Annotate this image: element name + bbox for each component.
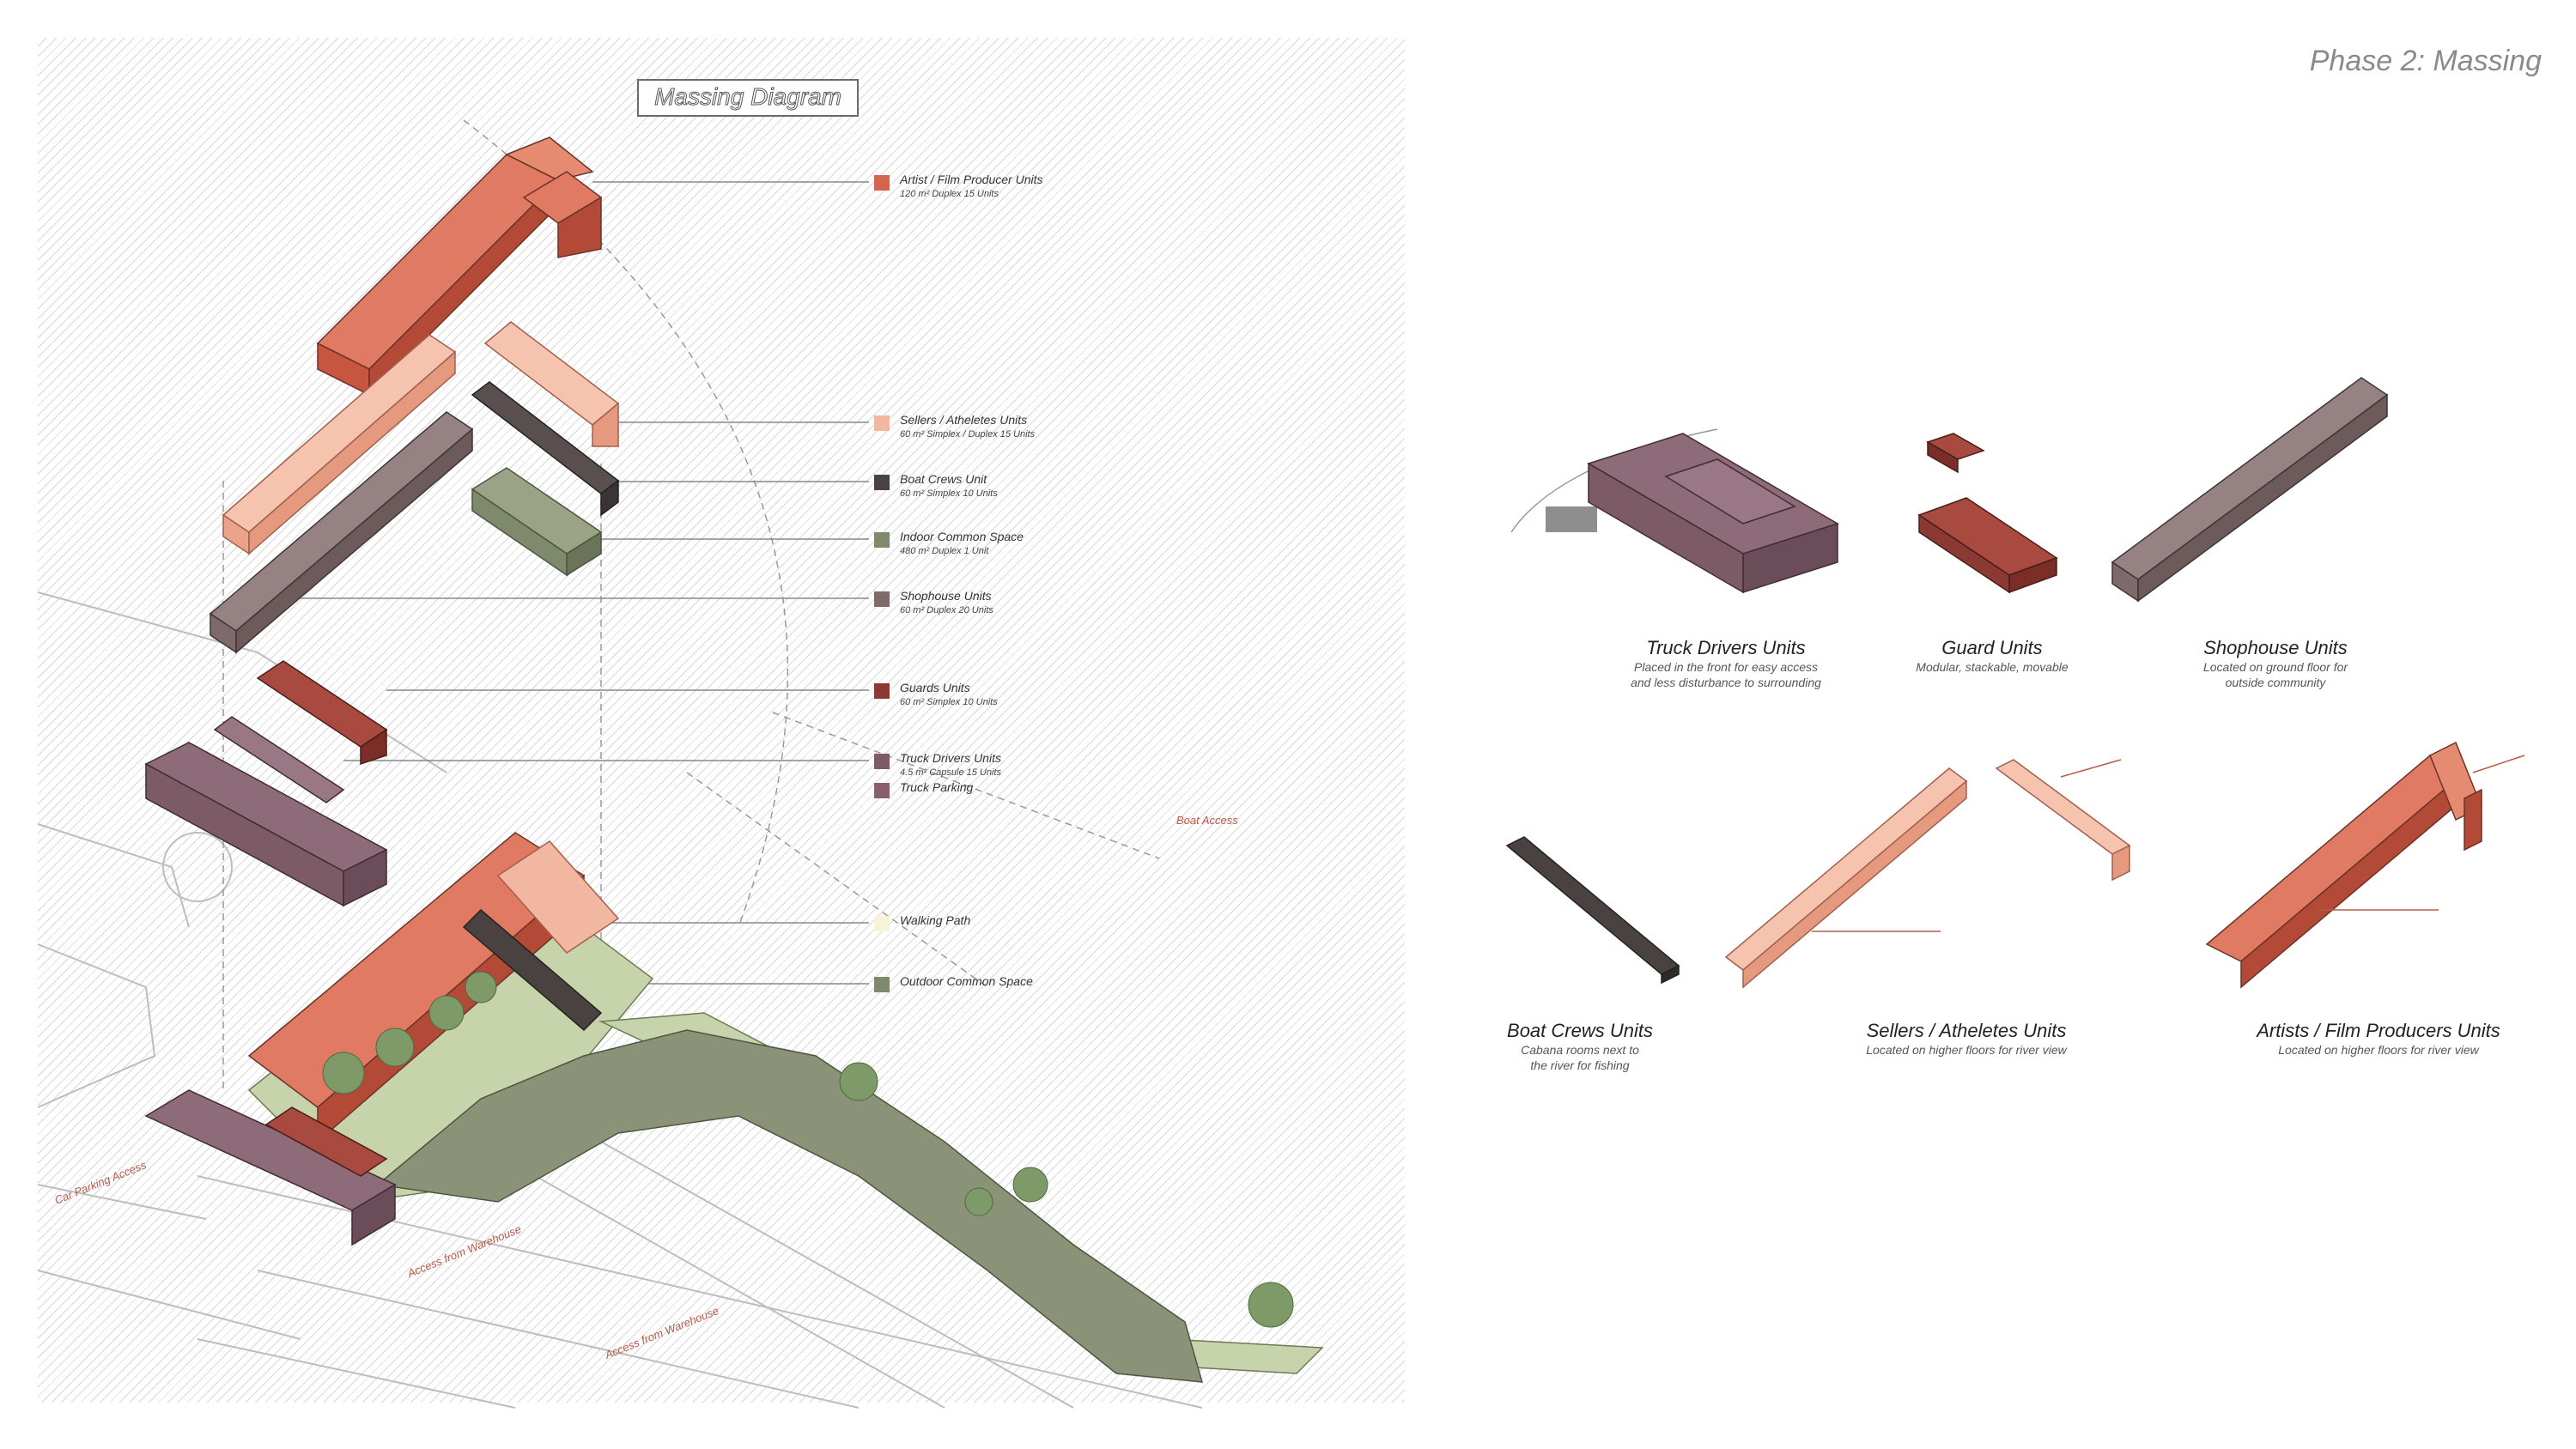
legend-name: Truck Parking: [900, 780, 974, 794]
typology-caption-truck-drivers: Truck Drivers Units Placed in the front …: [1580, 637, 1872, 690]
legend-swatch: [874, 415, 890, 431]
typology-description: Located on ground floor for outside comm…: [2202, 660, 2348, 689]
typology-title: Shophouse Units: [2203, 637, 2348, 658]
phase-title: Phase 2: Massing: [2309, 45, 2542, 77]
typology-description: Located on higher floors for river view: [1866, 1043, 2067, 1057]
legend-detail: 60 m² Simplex 10 Units: [900, 697, 998, 707]
boat-access-label: Boat Access: [1176, 814, 1238, 827]
shophouse-mass: [209, 411, 474, 654]
dashed-guide-lines: [222, 119, 1160, 1090]
legend-swatch: [874, 532, 890, 548]
boat-crews-mass: [471, 381, 620, 517]
typology-title: Guard Units: [1941, 637, 2043, 658]
legend-item-truck-parking: Truck Parking: [874, 780, 973, 798]
legend-detail: 4.5 m² Capsule 15 Units: [900, 767, 1001, 778]
legend-swatch: [874, 475, 890, 490]
legend-leader-lines: [266, 181, 869, 985]
legend-detail: 60 m² Simplex 10 Units: [900, 488, 998, 499]
legend-swatch: [874, 916, 890, 931]
truck-drivers-mass: [144, 716, 388, 907]
legend-swatch: [874, 683, 890, 699]
legend-item-truck-drivers: Truck Drivers Units 4.5 m² Capsule 15 Un…: [874, 751, 1001, 778]
legend-item-guards: Guards Units 60 m² Simplex 10 Units: [874, 681, 998, 707]
typology-description: Cabana rooms next to the river for fishi…: [1521, 1043, 1639, 1072]
sellers-units-mass: [222, 321, 620, 555]
typology-title: Artists / Film Producers Units: [2257, 1020, 2500, 1041]
legend-detail: 60 m² Duplex 20 Units: [900, 605, 993, 615]
legend-name: Sellers / Atheletes Units: [900, 413, 1028, 427]
legend-name: Guards Units: [900, 681, 970, 694]
legend-name: Indoor Common Space: [900, 530, 1024, 543]
typology-caption-sellers: Sellers / Atheletes Units Located on hig…: [1803, 1020, 2129, 1058]
legend-item-boat-crews: Boat Crews Unit 60 m² Simplex 10 Units: [874, 472, 998, 499]
diagram-hatch-background: [38, 38, 1405, 1403]
typology-title: Truck Drivers Units: [1646, 637, 1806, 658]
legend-name: Artist / Film Producer Units: [900, 173, 1043, 186]
assembled-site-mass: [144, 832, 1324, 1383]
legend-detail: 480 m² Duplex 1 Unit: [900, 546, 989, 556]
typology-truck-drivers: [1510, 428, 1839, 594]
typology-title: Boat Crews Units: [1507, 1020, 1653, 1041]
typology-description: Placed in the front for easy access and …: [1631, 660, 1821, 689]
legend-swatch: [874, 754, 890, 769]
guards-mass: [256, 660, 388, 766]
typology-title: Sellers / Atheletes Units: [1866, 1020, 2067, 1041]
legend-item-artist: Artist / Film Producer Units 120 m² Dupl…: [874, 173, 1042, 199]
legend-item-walking-path: Walking Path: [874, 913, 970, 931]
legend-name: Outdoor Common Space: [900, 974, 1033, 988]
diagram-title: Massing Diagram: [637, 79, 859, 117]
legend-swatch: [874, 175, 890, 191]
typology-caption-shophouse: Shophouse Units Located on ground floor …: [2147, 637, 2404, 690]
legend-name: Walking Path: [900, 913, 971, 927]
legend-name: Truck Drivers Units: [900, 751, 1001, 765]
indoor-common-mass: [471, 467, 603, 577]
site-plan-linework: [37, 591, 1203, 1409]
artist-units-mass: [316, 136, 603, 397]
legend-item-outdoor-common: Outdoor Common Space: [874, 974, 1033, 992]
typology-boat-crews: [1505, 836, 1680, 985]
typology-description: Located on higher floors for river view: [2278, 1043, 2479, 1057]
typology-description: Modular, stackable, movable: [1916, 660, 2069, 674]
legend-swatch: [874, 591, 890, 607]
legend-name: Shophouse Units: [900, 589, 992, 603]
legend-item-sellers: Sellers / Atheletes Units 60 m² Simplex …: [874, 413, 1035, 440]
typology-shophouse: [2111, 377, 2389, 603]
legend-detail: 120 m² Duplex 15 Units: [900, 189, 999, 199]
legend-name: Boat Crews Unit: [900, 472, 987, 486]
legend-item-shophouse: Shophouse Units 60 m² Duplex 20 Units: [874, 589, 993, 615]
legend-item-indoor-common: Indoor Common Space 480 m² Duplex 1 Unit: [874, 530, 1024, 556]
typology-sellers: [1724, 759, 2131, 989]
legend-swatch: [874, 977, 890, 992]
typology-caption-boat-crews: Boat Crews Units Cabana rooms next to th…: [1460, 1020, 1700, 1073]
tree-clusters: [322, 971, 1294, 1328]
legend-swatch: [874, 783, 890, 798]
typology-guard: [1917, 433, 2058, 594]
typology-caption-artists: Artists / Film Producers Units Located o…: [2215, 1020, 2542, 1058]
typology-artists: [2205, 741, 2525, 989]
typology-caption-guard: Guard Units Modular, stackable, movable: [1880, 637, 2104, 675]
legend-detail: 60 m² Simplex / Duplex 15 Units: [900, 429, 1036, 440]
